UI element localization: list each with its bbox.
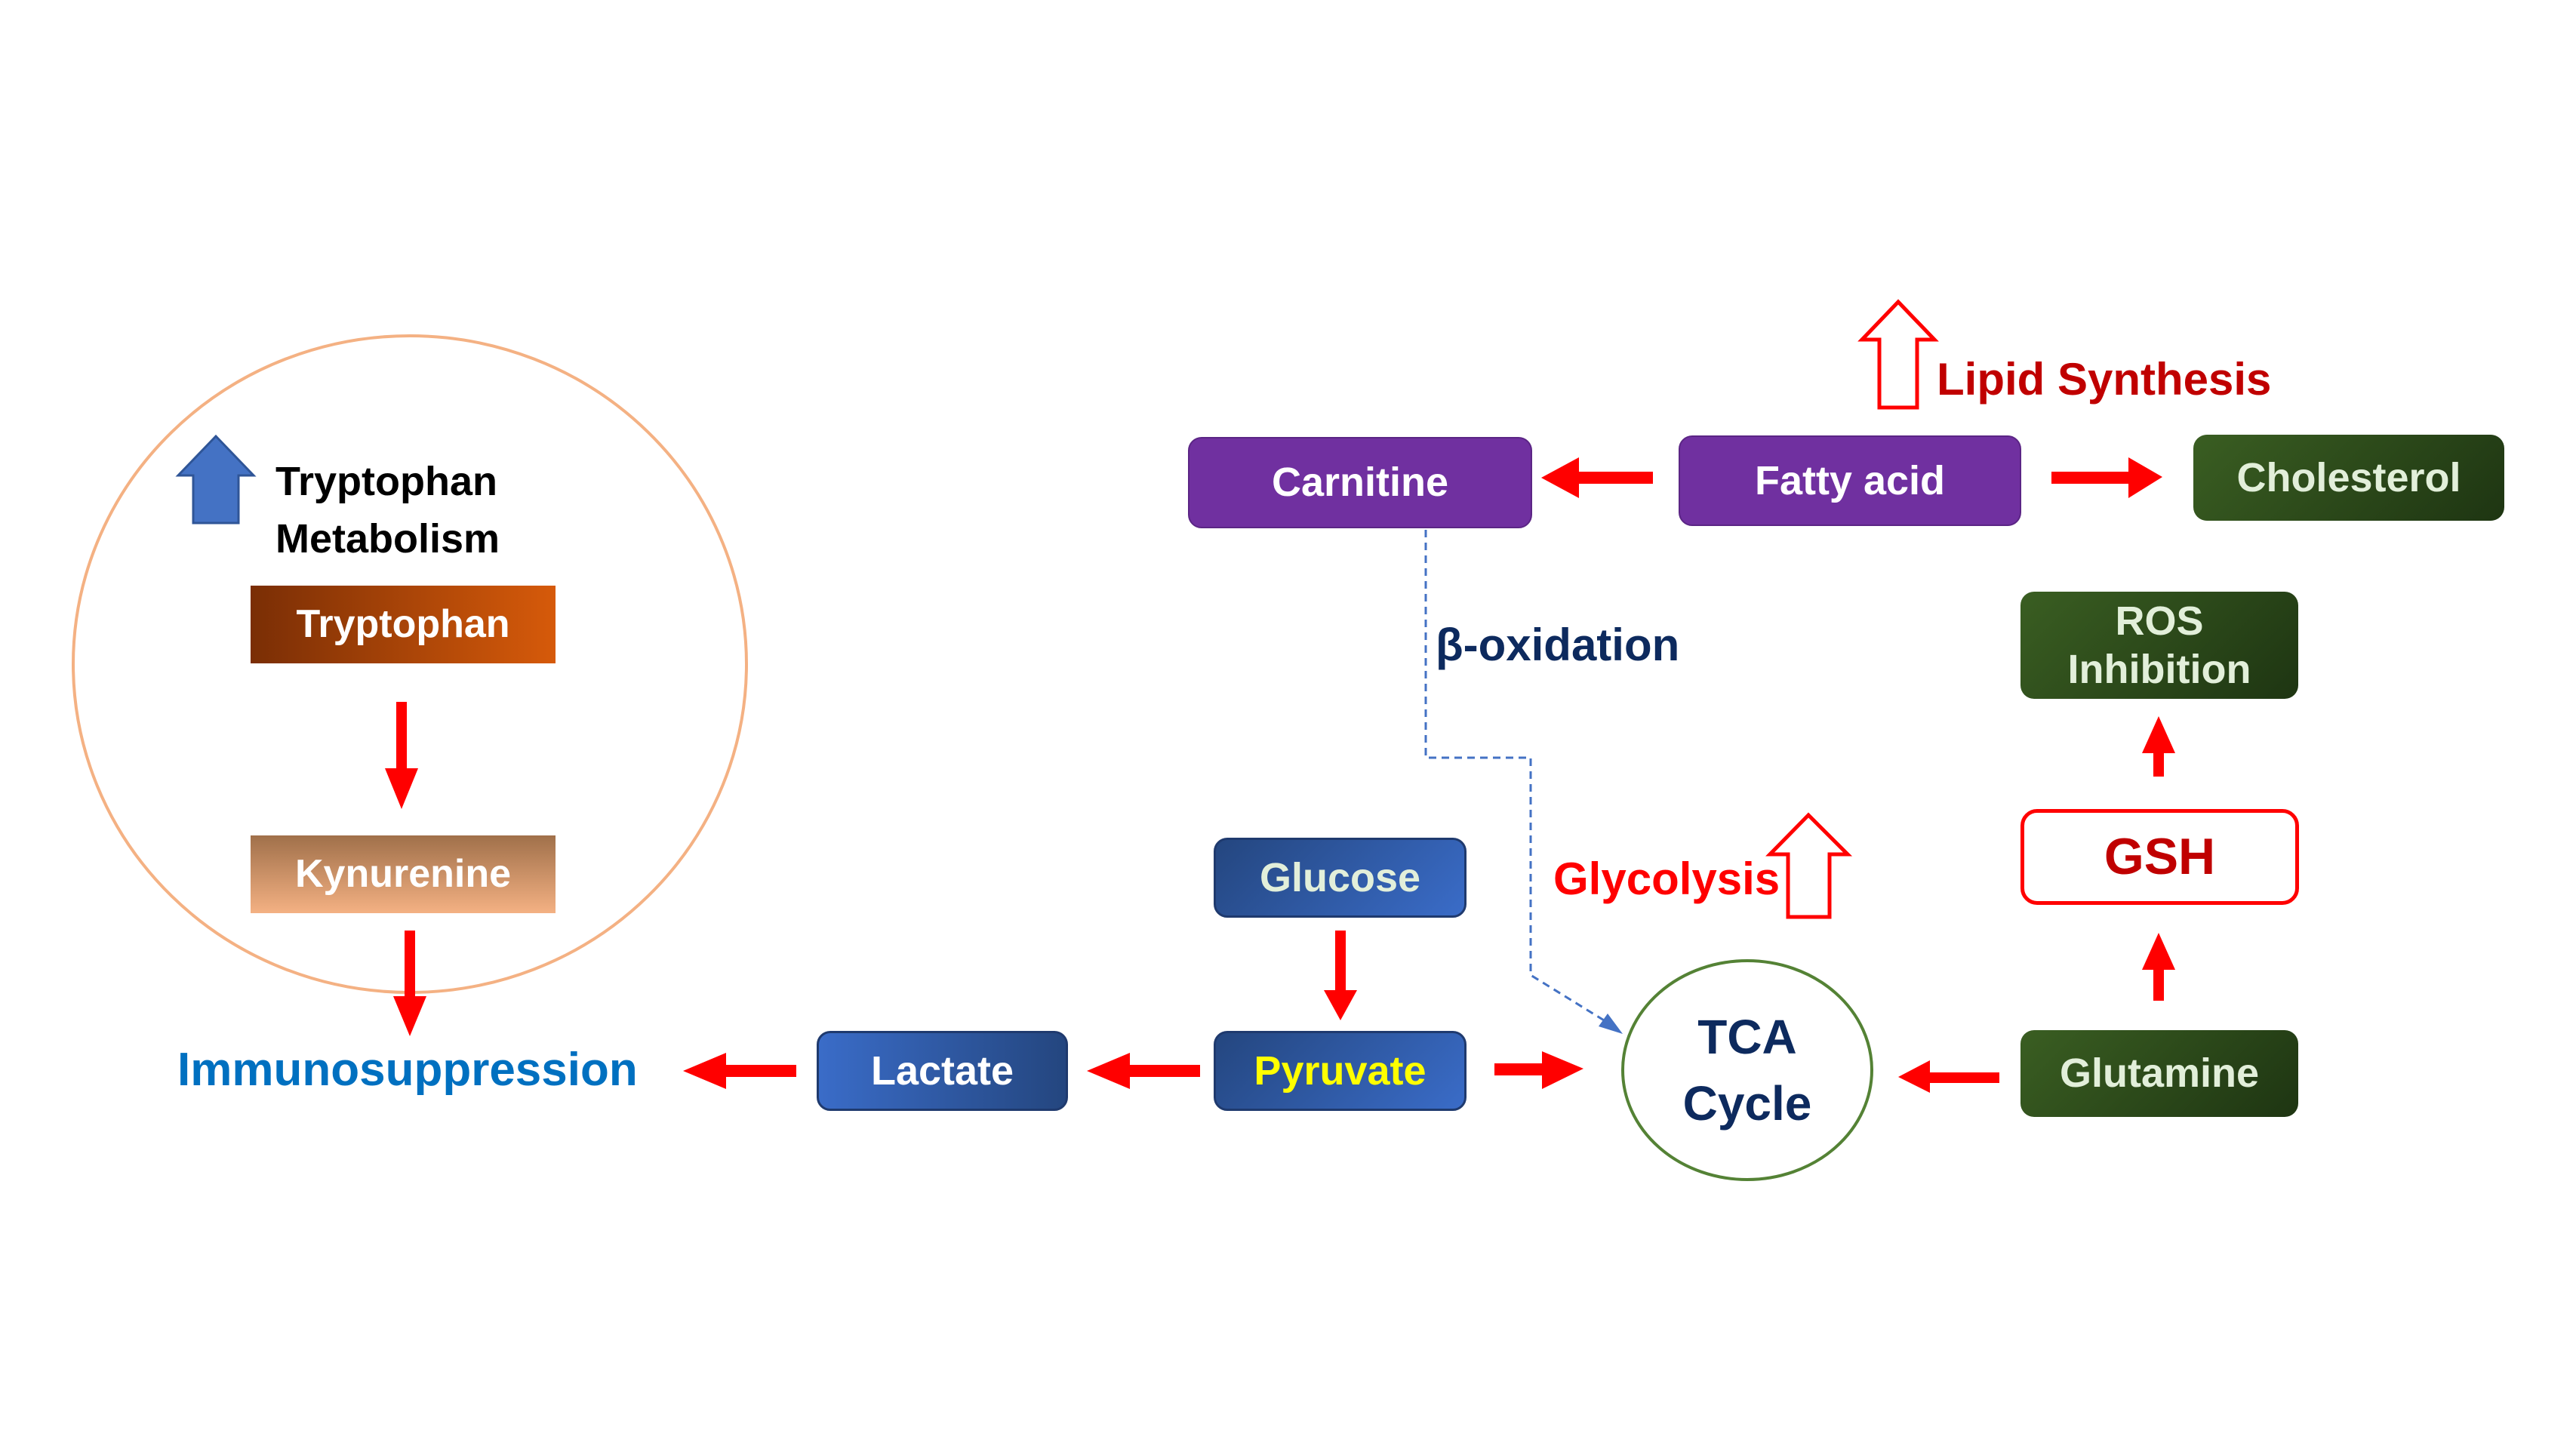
lipid-synthesis-label: Lipid Synthesis: [1937, 354, 2272, 405]
fatty-acid-label: Fatty acid: [1754, 457, 1946, 503]
glucose-box: Glucose: [1214, 838, 1467, 918]
beta-oxidation-arrowhead: [1599, 1014, 1623, 1034]
arrow-pyruvate-to-lactate: [1087, 1053, 1200, 1089]
heading-line-1: Tryptophan: [275, 459, 497, 504]
tryptophan-metabolism-heading: Tryptophan Metabolism: [275, 453, 500, 568]
tca-line-1: TCA: [1697, 1010, 1797, 1064]
gsh-box: GSH: [2020, 809, 2299, 905]
pyruvate-box: Pyruvate: [1214, 1031, 1467, 1111]
pyruvate-label: Pyruvate: [1254, 1048, 1426, 1094]
kynurenine-label: Kynurenine: [294, 851, 512, 896]
glutamine-label: Glutamine: [2059, 1051, 2260, 1097]
arrow-tryptophan-to-kynurenine: [385, 702, 418, 809]
arrow-fatty-acid-to-cholesterol: [2051, 457, 2162, 498]
arrow-glutamine-to-gsh: [2142, 933, 2175, 1001]
up-arrow-icon: [175, 434, 257, 525]
cholesterol-box: Cholesterol: [2193, 435, 2504, 521]
beta-oxidation-dashed-path: [1424, 530, 1608, 1024]
arrow-glucose-to-pyruvate: [1324, 931, 1357, 1020]
gsh-label: GSH: [2104, 828, 2216, 886]
tca-line-2: Cycle: [1682, 1076, 1812, 1131]
arrow-kynurenine-to-immunosuppression: [393, 931, 426, 1036]
beta-oxidation-label: β-oxidation: [1436, 620, 1680, 670]
tryptophan-box-bg: [251, 586, 556, 663]
lactate-label: Lactate: [870, 1048, 1014, 1094]
tca-cycle-circle: [1621, 959, 1873, 1181]
carnitine-box: Carnitine: [1188, 437, 1532, 528]
kynurenine-box: Kynurenine: [251, 835, 556, 913]
ros-line-1: ROS: [2115, 598, 2204, 644]
lipid-synthesis-arrow-outline: [1857, 299, 1939, 410]
glycolysis-up-arrow-icon: [1765, 812, 1853, 919]
fatty-acid-box: Fatty acid: [1679, 435, 2021, 526]
arrow-lactate-to-immunosuppression: [683, 1053, 796, 1089]
heading-line-2: Metabolism: [275, 516, 500, 561]
glucose-label: Glucose: [1259, 854, 1421, 900]
cholesterol-label: Cholesterol: [2236, 454, 2461, 500]
arrow-fatty-acid-to-carnitine: [1541, 457, 1653, 498]
kynurenine-box-bg: [251, 835, 556, 913]
lactate-box: Lactate: [817, 1031, 1068, 1111]
arrow-glutamine-to-tca: [1898, 1060, 1999, 1093]
ros-inhibition-box: ROS Inhibition: [2020, 592, 2298, 699]
carnitine-label: Carnitine: [1271, 460, 1449, 506]
ros-line-2: Inhibition: [2067, 647, 2251, 692]
arrow-pyruvate-to-tca: [1494, 1051, 1583, 1089]
tca-cycle-label: TCA Cycle: [1623, 985, 1872, 1155]
tryptophan-box: Tryptophan: [251, 586, 556, 663]
immunosuppression-label: Immunosuppression: [177, 1044, 638, 1096]
glutamine-box: Glutamine: [2020, 1030, 2298, 1117]
tryptophan-label: Tryptophan: [296, 601, 510, 646]
arrow-gsh-to-ros: [2142, 716, 2175, 777]
glycolysis-label: Glycolysis: [1553, 854, 1780, 904]
